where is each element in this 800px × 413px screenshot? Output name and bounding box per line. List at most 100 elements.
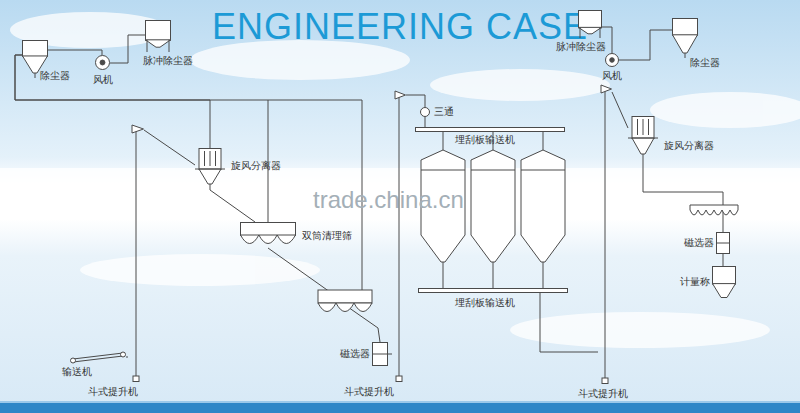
separator-filter xyxy=(215,151,216,166)
label-holder: 三通 xyxy=(434,106,454,118)
conveyor-trough xyxy=(416,128,565,132)
equipment-label: 斗式提升机 xyxy=(344,386,394,398)
fan-housing xyxy=(606,54,619,67)
label-holder: 斗式提升机 xyxy=(88,386,138,398)
equipment-shape xyxy=(420,107,430,117)
equipment-icon xyxy=(395,91,406,382)
separator-cone xyxy=(632,138,654,154)
silo-feed xyxy=(543,132,544,150)
tee-valve: 三通 xyxy=(420,107,430,117)
equipment-shape xyxy=(418,288,568,293)
equipment-label: 脉冲除尘器 xyxy=(556,41,606,53)
separator-outlet xyxy=(210,184,211,190)
separator-support xyxy=(195,169,225,170)
equipment-icon xyxy=(419,289,568,293)
elevator-boot xyxy=(602,378,608,384)
fan-hub xyxy=(100,60,105,65)
equipment-icon xyxy=(628,117,658,161)
elevator-boot xyxy=(133,376,139,382)
sieve-hoppers xyxy=(318,303,372,312)
cyclone-outlet xyxy=(35,73,36,78)
sieve-body xyxy=(241,223,296,236)
equipment-icon xyxy=(713,267,736,298)
equipment-icon xyxy=(195,149,225,191)
watermark: trade.china.cn xyxy=(313,186,464,214)
label-holder: 除尘器 xyxy=(40,70,70,82)
pipe-line xyxy=(619,30,672,60)
magnet-divider xyxy=(717,243,730,244)
conveyor-roller xyxy=(71,358,76,363)
scraper-conveyor: 埋刮板输送机 xyxy=(418,288,568,293)
label-holder: 磁选器 xyxy=(684,237,714,249)
bucket-elevator: 斗式提升机 xyxy=(128,124,144,382)
fan-housing xyxy=(96,56,110,70)
conveyor-belt xyxy=(73,353,123,359)
label-holder: 磁选器 xyxy=(340,348,370,360)
silo-outlet xyxy=(443,262,444,288)
equipment-label: 三通 xyxy=(434,106,454,118)
pipe-line xyxy=(406,95,425,107)
pipe-line xyxy=(268,248,380,342)
equipment-shape xyxy=(372,342,388,366)
bucket-elevator: 斗式提升机 xyxy=(598,84,612,384)
belt-conveyor: 输送机 xyxy=(70,350,126,362)
elevator-boot xyxy=(396,376,402,382)
equipment-label: 输送机 xyxy=(62,366,92,378)
equipment-label: 风机 xyxy=(93,74,113,86)
dust-collector: 除尘器 xyxy=(672,18,698,58)
silo-ring xyxy=(521,170,565,171)
equipment-label: 斗式提升机 xyxy=(578,388,628,400)
equipment-shape xyxy=(392,90,406,382)
equipment-icon xyxy=(71,352,126,363)
elevator-casing xyxy=(399,96,400,377)
sieve-hoppers xyxy=(241,235,296,244)
equipment-icon xyxy=(673,19,698,59)
collector-hopper xyxy=(146,40,171,47)
screw-body xyxy=(690,205,738,215)
magnet-housing xyxy=(373,343,388,366)
silo-outlet xyxy=(493,262,494,288)
equipment-shape xyxy=(578,10,602,38)
magnetic-separator: 磁选器 xyxy=(372,342,388,366)
silo xyxy=(521,150,565,262)
equipment-label: 脉冲除尘器 xyxy=(143,55,193,67)
equipment-label: 埋刮板输送机 xyxy=(455,297,515,309)
label-holder: 双筒清理筛 xyxy=(302,230,352,242)
equipment-shape xyxy=(672,18,698,58)
equipment-label: 旋风分离器 xyxy=(231,160,281,172)
separator-filter xyxy=(210,151,211,166)
pipe-line xyxy=(126,357,128,358)
pipe-line xyxy=(144,130,195,165)
label-holder: 除尘器 xyxy=(690,57,720,69)
conveyor-belt xyxy=(73,356,123,362)
cyclone-body xyxy=(23,41,48,57)
weighing-scale: 计量称 xyxy=(712,266,736,298)
cleaning-sieve xyxy=(318,290,372,312)
elevator-casing xyxy=(605,90,606,379)
equipment-icon xyxy=(132,125,144,382)
equipment-shape xyxy=(605,53,619,67)
pipe-line xyxy=(210,190,255,222)
dust-collector: 除尘器 xyxy=(22,40,48,78)
elevator-casing xyxy=(136,130,137,377)
equipment-icon xyxy=(579,11,602,39)
label-holder: 输送机 xyxy=(62,366,92,378)
collector-body xyxy=(146,21,171,41)
pipe-line xyxy=(612,92,628,128)
label-holder: 风机 xyxy=(93,74,113,86)
separator-filter xyxy=(637,119,638,135)
cyclone-cone xyxy=(673,35,698,53)
label-holder: 旋风分离器 xyxy=(664,140,714,152)
equipment-label: 除尘器 xyxy=(40,70,70,82)
collector-hopper xyxy=(579,27,602,33)
equipment-label: 风机 xyxy=(602,70,622,82)
pipe-line xyxy=(15,55,210,148)
label-holder: 计量称 xyxy=(680,276,710,288)
label-holder: 旋风分离器 xyxy=(231,160,281,172)
conveyor-roller xyxy=(121,352,126,357)
scale-hopper xyxy=(713,284,736,298)
equipment-label: 磁选器 xyxy=(684,237,714,249)
equipment-shape xyxy=(145,20,171,52)
pipe-line xyxy=(723,254,724,266)
equipment-shape xyxy=(128,124,144,382)
